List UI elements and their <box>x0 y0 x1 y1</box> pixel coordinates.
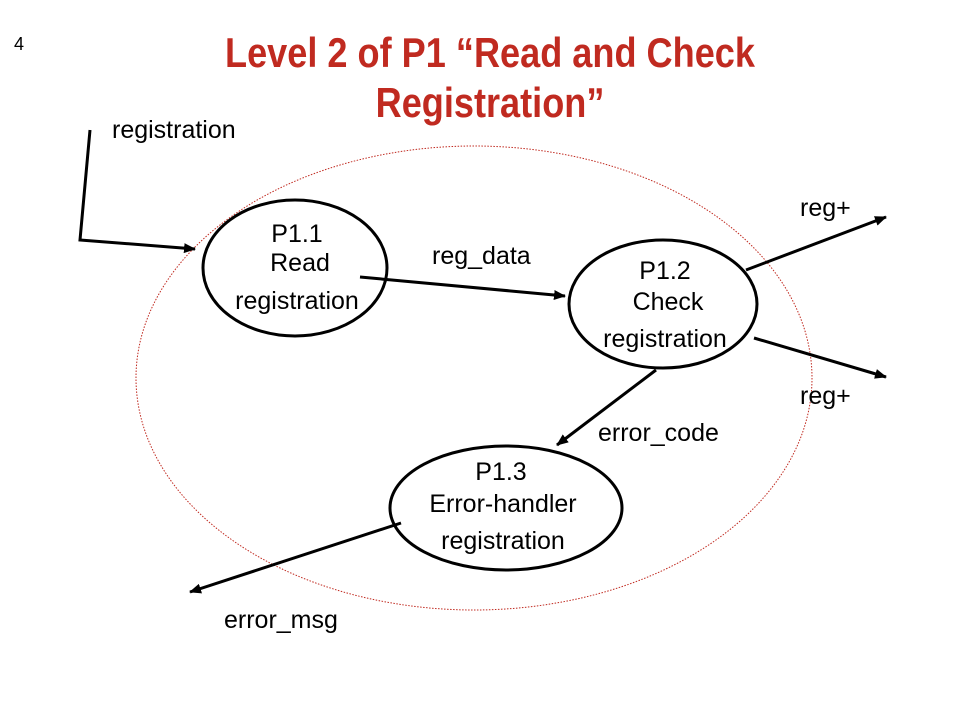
process-p1-2: P1.2 Check registration <box>567 238 759 370</box>
process-p1-1-shape <box>201 198 389 338</box>
flow-error-code-label: error_code <box>598 419 719 447</box>
process-boundary <box>135 145 813 611</box>
flow-error-code-arrow <box>556 368 657 447</box>
flow-error-msg-label: error_msg <box>224 606 338 634</box>
process-p1-1-id: P1.1 <box>271 220 322 248</box>
flow-reg-data-label: reg_data <box>432 242 531 270</box>
flow-reg-plus-bottom-arrow <box>753 336 887 379</box>
process-p1-3-shape <box>388 444 624 572</box>
process-p1-2-shape <box>567 238 759 370</box>
slide-title-line-2: Registration” <box>375 79 605 126</box>
flow-error-msg-arrow <box>189 521 402 594</box>
flow-registration-label: registration <box>112 116 236 144</box>
flow-reg-plus-bottom-label: reg+ <box>800 382 851 410</box>
flow-reg-plus-bottom: reg+ <box>753 336 887 410</box>
process-p1-2-id: P1.2 <box>639 257 690 285</box>
process-p1-2-name: Check <box>633 288 704 316</box>
process-p1-3-name: Error-handler <box>429 490 576 518</box>
slide-title-line-1: Level 2 of P1 “Read and Check <box>225 29 755 76</box>
flow-reg-data: reg_data <box>359 242 566 300</box>
process-p1-1-name: Read <box>270 249 330 277</box>
flow-reg-plus-top-arrow <box>745 215 887 272</box>
flow-error-code: error_code <box>556 368 719 447</box>
slide-number: 4 <box>14 34 25 54</box>
flow-reg-data-arrow <box>359 275 566 300</box>
process-p1-1: P1.1 Read registration <box>201 198 389 338</box>
flow-registration-arrow <box>78 129 196 254</box>
flow-reg-plus-top-label: reg+ <box>800 194 851 222</box>
process-p1-1-name-2: registration <box>235 287 359 315</box>
slide-title: Level 2 of P1 “Read and Check Registrati… <box>172 28 808 128</box>
process-p1-3: P1.3 Error-handler registration <box>388 444 624 572</box>
flow-error-msg: error_msg <box>189 521 402 634</box>
process-p1-3-name-2: registration <box>441 527 565 555</box>
flow-reg-plus-top: reg+ <box>745 194 887 272</box>
flow-registration: registration <box>78 116 236 254</box>
process-p1-3-id: P1.3 <box>475 458 526 486</box>
process-p1-2-name-2: registration <box>603 325 727 353</box>
